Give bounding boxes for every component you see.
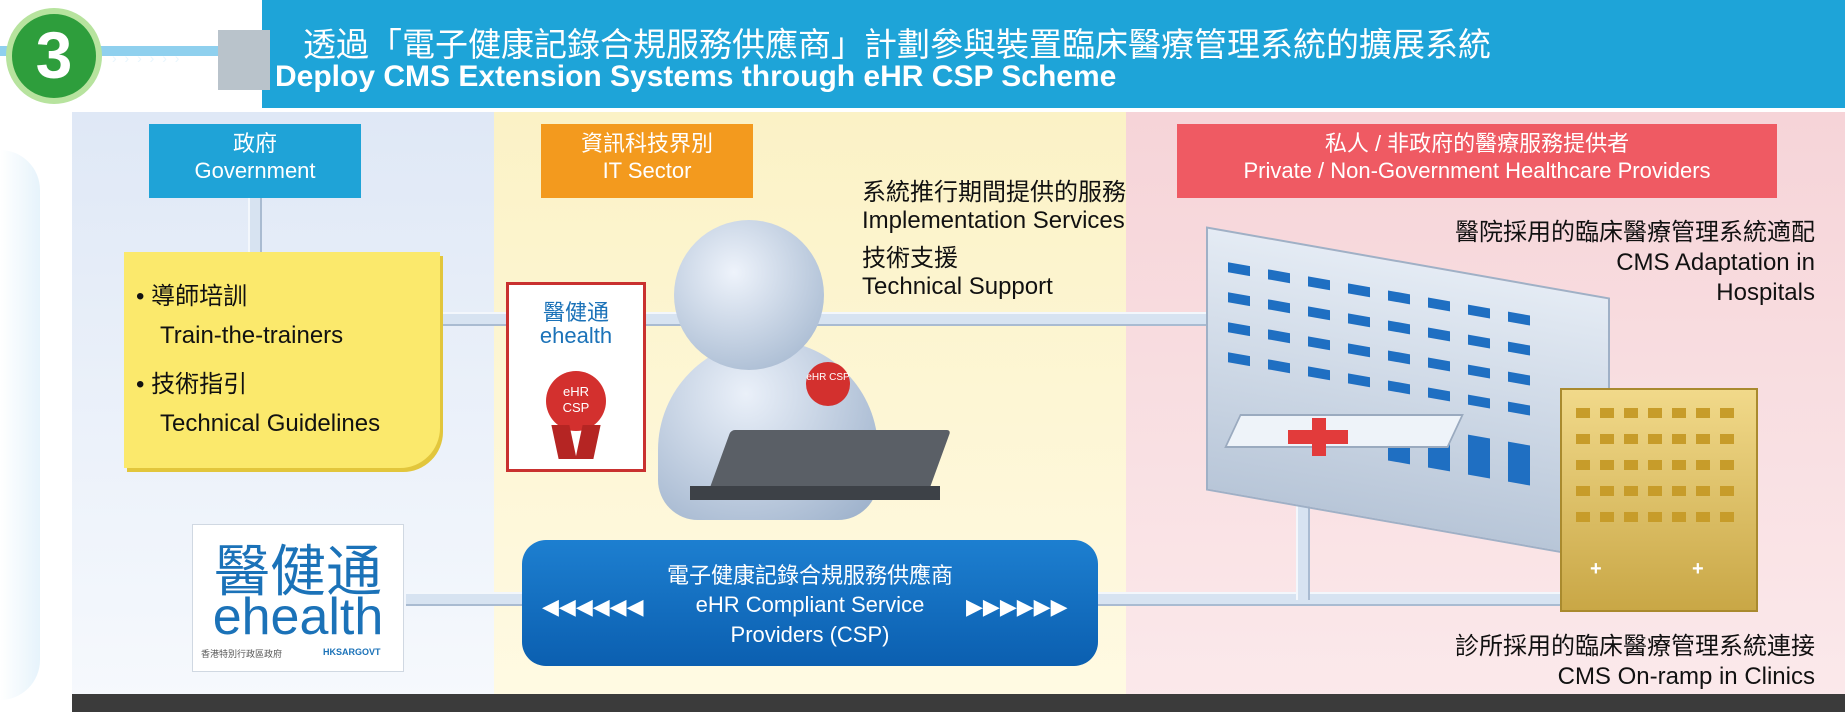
csp-title-en-2: Providers (CSP) [730, 622, 890, 647]
clinic-label-zh: 診所採用的臨床醫療管理系統連接 [1455, 633, 1815, 660]
pipe-csp-to-clinic [1096, 592, 1596, 606]
gov-item-2: • 技術指引 [136, 364, 247, 399]
private-title-zh: 私人 / 非政府的醫療服務提供者 [1324, 131, 1630, 156]
cert-logo-en: ehealth [539, 323, 613, 348]
hospital-label-en-1: CMS Adaptation in [1616, 249, 1815, 276]
clinic-building-icon: + + [1560, 388, 1758, 612]
it-sector-title-en: IT Sector [602, 158, 692, 183]
ehealth-logo-foot-zh: 香港特別行政區政府 [201, 649, 283, 659]
gov-item-1: • 導師培訓 [136, 276, 247, 311]
header-connector-line [0, 46, 270, 56]
header-arrow-dots: › › › › › › [112, 50, 182, 66]
title-chinese: 透過「電子健康記錄合規服務供應商」計劃參與裝置臨床醫療管理系統的擴展系統 [303, 25, 1491, 64]
bullet-icon: • [136, 371, 152, 398]
clinic-cross-icon: + [1590, 558, 1602, 580]
right-arrows-icon: ▶▶▶▶▶▶ [966, 594, 1068, 619]
hospital-label-en-2: Hospitals [1716, 279, 1815, 306]
red-cross-icon [1312, 418, 1326, 456]
it-sector-header: 資訊科技界別 IT Sector [541, 124, 753, 198]
service-2-en: Technical Support [862, 273, 1053, 300]
service-2-zh: 技術支援 [862, 245, 958, 272]
pipe-logo-to-csp [406, 592, 526, 606]
service-1-zh: 系統推行期間提供的服務 [862, 179, 1126, 206]
government-title-zh: 政府 [232, 131, 277, 156]
header-bar [262, 0, 1845, 108]
private-title-en: Private / Non-Government Healthcare Prov… [1243, 158, 1711, 183]
hospital-label-zh: 醫院採用的臨床醫療管理系統適配 [1455, 219, 1815, 246]
gov-item-2-en: Technical Guidelines [160, 410, 381, 437]
pipe-gov-down [248, 198, 262, 258]
bottom-shadow-bar [72, 694, 1845, 712]
step-number-badge: 3 [6, 8, 102, 104]
title-english: Deploy CMS Extension Systems through eHR… [275, 60, 1117, 93]
ehealth-logo-foot-en: HKSARGOVT [323, 647, 381, 657]
government-header: 政府 Government [149, 124, 361, 198]
left-decor-arc [0, 150, 40, 700]
csp-certificate: 醫健通 ehealth eHR CSP [506, 282, 646, 472]
technician-head-icon [674, 220, 824, 370]
header-grey-block [218, 30, 270, 90]
csp-title-zh: 電子健康記錄合規服務供應商 [666, 563, 953, 588]
laptop-icon [709, 430, 951, 490]
private-header: 私人 / 非政府的醫療服務提供者 Private / Non-Governmen… [1177, 124, 1777, 198]
csp-capsule: 電子健康記錄合規服務供應商 eHR Compliant Service Prov… [522, 540, 1098, 666]
cert-logo-zh: 醫健通 [542, 301, 609, 326]
gov-item-1-en: Train-the-trainers [160, 322, 344, 349]
ehealth-logo: 醫健通 ehealth 香港特別行政區政府 HKSARGOVT [192, 524, 404, 672]
csp-title-en-1: eHR Compliant Service [695, 592, 925, 617]
gov-item-2-zh: 技術指引 [151, 371, 248, 398]
clinic-label-en: CMS On-ramp in Clinics [1557, 663, 1815, 690]
bullet-icon: • [136, 283, 152, 310]
person-csp-badge: eHR CSP [806, 362, 850, 406]
cert-ribbon-badge: eHR CSP [546, 371, 606, 431]
government-sticky-note: • 導師培訓 Train-the-trainers • 技術指引 Technic… [124, 252, 440, 468]
it-sector-title-zh: 資訊科技界別 [580, 131, 713, 156]
gov-item-1-zh: 導師培訓 [151, 283, 248, 310]
government-title-en: Government [194, 158, 316, 183]
ehealth-logo-zh: 醫健通 [214, 540, 382, 605]
left-arrows-icon: ◀◀◀◀◀◀ [542, 594, 644, 619]
ehealth-logo-en: ehealth [212, 588, 384, 646]
clinic-cross-icon: + [1692, 558, 1704, 580]
laptop-base-icon [690, 486, 940, 500]
service-1-en: Implementation Services [862, 207, 1125, 234]
